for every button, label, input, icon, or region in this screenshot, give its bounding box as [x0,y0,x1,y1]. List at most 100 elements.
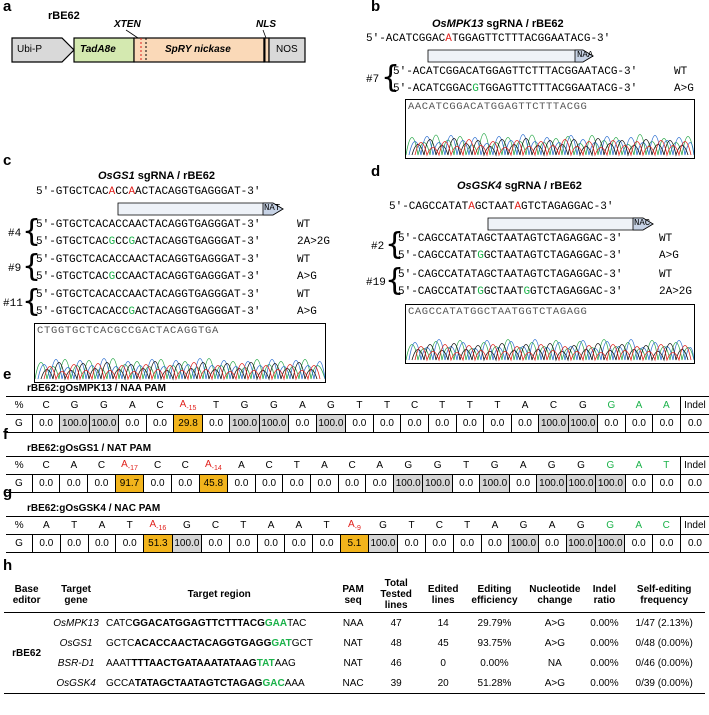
panel-label-g: g [3,484,13,501]
heatmap-cell: 100.0 [88,414,120,433]
summary-efficiency: 0.00% [480,657,509,669]
heatmap-base: Indel [679,516,709,535]
heatmap-base: T [282,456,311,475]
heatmap-cell: 0.0 [652,474,681,493]
summary-gene: OsMPK13 [53,617,99,629]
panel-d-sgrna-arrow [487,217,654,231]
heatmap-base: T [60,516,89,535]
summary-header: Nucleotide change [524,577,586,613]
panel-d-seq-19-mut: 5′-CAGCCATATGGCTAATGGTCTAGAGGAC-3′ [398,286,623,298]
heatmap-cell: 0.0 [597,414,626,433]
heatmap-cell: 0.0 [284,534,314,553]
heatmap-base: G [393,456,423,475]
heatmap-base: C [143,456,172,475]
construct-xten: XTEN [114,19,141,30]
target-suffix: TAC [287,617,307,629]
summary-header: Self-editing frequency [623,577,705,613]
panel-c-tag-9-wt: WT [297,254,311,266]
summary-total: 39 [370,673,422,694]
heatmap-cell: 0.0 [510,414,540,433]
heatmap-cell: G [6,534,33,553]
heatmap-base: G [566,516,596,535]
panel-d-tag-19-wt: WT [659,269,673,281]
heatmap-cell: 0.0 [400,414,429,433]
target-protospacer: GGACATGGAGTTCTTTACG [132,617,265,629]
summary-header: Editing efficiency [464,577,525,613]
heatmap-cell: 45.8 [198,474,229,493]
panel-d-brace-19: { [385,263,405,298]
heatmap-base: T [452,456,480,475]
target-prefix: GCTC [105,637,135,649]
heatmap-cell: 0.0 [624,534,654,553]
panel-b-brace: { [381,60,401,95]
heatmap-base: T [345,396,374,415]
summary-pam: NAA [342,617,364,629]
heatmap-cell: 5.1 [340,534,369,553]
heatmap-base: C [255,456,283,475]
heatmap-cell: G [6,414,33,433]
heatmap-base: G [229,396,260,415]
heatmap-base: A-9 [340,516,369,535]
heatmap-cell: 100.0 [422,474,453,493]
heatmap-base: G [259,396,289,415]
construct-nls: NLS [256,19,276,30]
summary-edited: 0 [440,657,446,669]
panel-b-seq-wt: 5′-ACATCGGACATGGAGTTCTTTACGGAATACG-3′ [393,66,638,78]
heatmap-cell: 0.0 [118,414,147,433]
panel-b-gene: OsMPK13 [432,18,484,30]
heatmap-base: C [87,456,116,475]
construct-tada: TadA8e [80,44,116,55]
heatmap-cell: 100.0 [315,414,347,433]
heatmap-cell: 0.0 [372,414,402,433]
heatmap-cell: 100.0 [393,474,424,493]
heatmap-cell: 100.0 [258,414,290,433]
heatmap-base: A [365,456,394,475]
panel-d-gene: OsGSK4 [457,180,502,192]
summary-pam: NAC [335,673,371,694]
heatmap-base: A [652,396,681,415]
heatmap-base: A [118,396,147,415]
heatmap-cell: 0.0 [483,414,512,433]
heatmap-base: T [453,516,482,535]
heatmap-cell: 0.0 [227,474,256,493]
panel-label-a: a [3,0,12,15]
heatmap-base: T [428,396,457,415]
heatmap-base: T [202,396,230,415]
heatmap-cell: 100.0 [536,474,567,493]
panel-c-trace [34,358,326,381]
heatmap-base: A-14 [199,456,228,475]
heatmap-cell: 100.0 [538,414,569,433]
heatmap-base: % [6,456,33,475]
heatmap-cell: 0.0 [679,474,709,493]
summary-efficiency: 93.75% [477,637,512,649]
heatmap-cell: 100.0 [171,534,203,553]
heatmap-cell: 0.0 [365,474,395,493]
target-pam: GAT [271,637,292,649]
summary-self-editing: 0/48 (0.00%) [635,637,693,649]
heatmap-base: T [652,456,681,475]
heatmap-base: G [316,396,346,415]
target-prefix: GCCA [105,677,135,689]
panel-c-tag-4-wt: WT [297,219,311,231]
construct-diagram [11,29,306,63]
summary-self-editing: 0/46 (0.00%) [635,657,693,669]
heatmap-cell: 0.0 [508,474,538,493]
panel-c-pam-label: NAT [264,203,281,213]
target-protospacer: ACACCAACTACAGGTGAGG [134,637,272,649]
panel-d-trace [405,339,695,362]
summary-target-region: CATCGGACATGGAGTTCTTTACGGAATAC [103,613,335,634]
heatmap-base: T [397,516,426,535]
heatmap-base: A-15 [173,396,203,415]
summary-efficiency: 51.28% [464,673,525,694]
heatmap-e-title: rBE62:gOsMPK13 / NAA PAM [27,383,166,394]
target-prefix: AAAT [105,657,132,669]
heatmap-f-title: rBE62:gOsGS1 / NAT PAM [27,443,152,454]
panel-label-c: c [3,152,12,169]
panel-d-tag-19-mut: 2A>2G [659,286,693,298]
construct-title: rBE62 [48,10,80,22]
heatmap-cell: 0.0 [31,474,61,493]
target-pam: GAC [262,677,285,689]
heatmap-base: T [312,516,341,535]
